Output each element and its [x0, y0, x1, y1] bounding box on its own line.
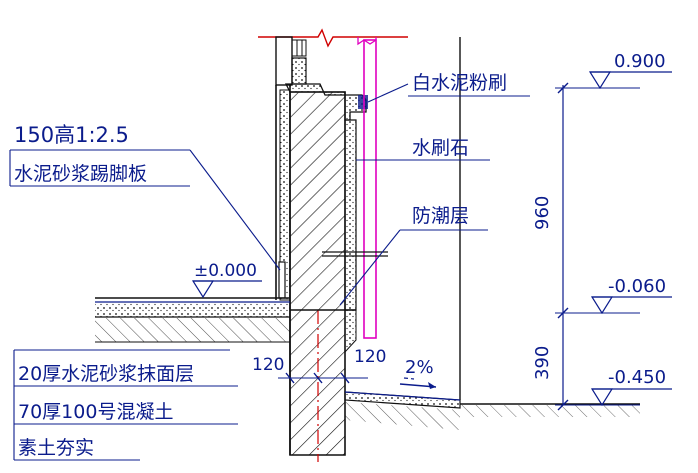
elevation-n0450: -0.450	[608, 367, 666, 388]
elevation-mark-0900	[588, 71, 672, 90]
exterior-apron	[344, 391, 640, 430]
terrazzo-facing	[344, 119, 357, 354]
floor-finish-label: 20厚水泥砂浆抹面层	[18, 363, 194, 385]
elevation-floor: ±0.000	[194, 261, 257, 281]
soil-label: 素土夯实	[18, 437, 94, 459]
width-dimension	[278, 372, 368, 384]
slope-label: 2%	[405, 357, 434, 378]
elevation-mark-floor	[191, 280, 262, 299]
dimension-960: 960	[532, 196, 553, 230]
plaster-layer-left	[279, 89, 291, 301]
leader-lines	[9, 83, 530, 461]
elevation-mark-n0060	[590, 296, 672, 315]
interior-floor	[95, 297, 290, 343]
wall-cap	[275, 36, 307, 86]
slope-arrow	[399, 377, 437, 389]
top-break-line	[258, 28, 408, 48]
skirting-board	[278, 261, 286, 299]
terrazzo-label: 水刷石	[412, 137, 469, 159]
damp-proof-layer	[290, 251, 388, 311]
window-sill	[284, 83, 368, 121]
elevation-n0060: -0.060	[608, 276, 666, 297]
vertical-dimension	[555, 82, 640, 411]
width-120-right: 120	[354, 347, 386, 367]
skirting-spec-label: 150高1:2.5	[14, 123, 129, 147]
white-cement-label: 白水泥粉刷	[412, 72, 507, 94]
damp-proof-label: 防潮层	[412, 205, 469, 227]
width-120-left: 120	[252, 355, 284, 375]
dimension-390: 390	[532, 346, 553, 380]
skirting-name-label: 水泥砂浆踢脚板	[14, 163, 147, 185]
downpipe	[357, 37, 377, 339]
elevation-mark-n0450	[590, 388, 672, 407]
elevation-0900: 0.900	[614, 51, 666, 72]
concrete-label: 70厚100号混凝土	[18, 401, 173, 423]
